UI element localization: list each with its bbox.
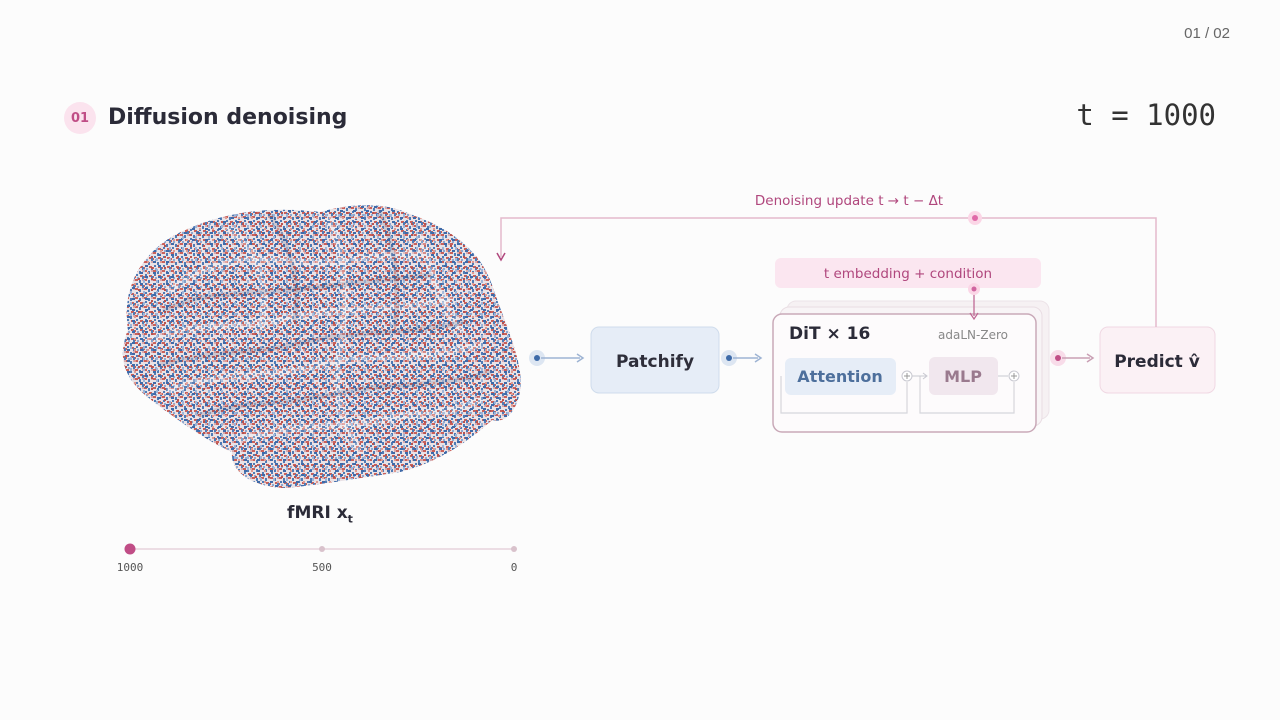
connector-brain-to-patchify <box>529 350 585 366</box>
add-node-icon <box>1008 370 1020 382</box>
residual-connection <box>919 376 1015 414</box>
embedding-label: t embedding + condition <box>824 266 992 282</box>
page-counter: 01 / 02 <box>1184 25 1230 42</box>
attention-box <box>785 358 896 395</box>
brain-caption-subscript: t <box>347 512 353 526</box>
step-badge: 01 <box>64 102 96 134</box>
add-node-icon <box>901 370 913 382</box>
residual-connection <box>780 376 908 414</box>
predict-label: Predict v̂ <box>1114 352 1200 372</box>
predict-box: Predict v̂ <box>1099 326 1216 394</box>
patchify-box: Patchify <box>590 326 720 394</box>
connector-dit-to-predict <box>1050 350 1095 366</box>
adaln-label: adaLN-Zero <box>938 328 1008 342</box>
timeline-tick-label: 1000 <box>116 561 144 574</box>
update-label: Denoising update t → t − Δt <box>755 193 943 209</box>
dit-stack: DiT × 16 adaLN-Zero Attention MLP <box>772 300 1050 433</box>
connector-patchify-to-dit <box>721 350 763 366</box>
brain-noise-render <box>122 205 521 488</box>
slider-knob[interactable] <box>124 543 136 555</box>
slider-tick-mark <box>511 546 517 552</box>
timeline-tick-label: 500 <box>312 561 332 574</box>
mlp-label: MLP <box>944 367 982 386</box>
denoising-update-loop: Denoising update t → t − Δt <box>496 193 1157 327</box>
timestep-readout: t = 1000 <box>1076 98 1216 132</box>
timeline-tick-label: 0 <box>510 561 518 574</box>
brain-caption-main: fMRI x <box>287 503 348 523</box>
mlp-box <box>929 357 998 395</box>
attention-label: Attention <box>797 367 882 386</box>
slider-tick-mark <box>319 546 325 552</box>
dit-label: DiT × 16 <box>789 324 870 344</box>
patchify-label: Patchify <box>616 352 694 372</box>
timestep-slider[interactable] <box>124 543 518 555</box>
page-title: Diffusion denoising <box>108 105 348 130</box>
brain-caption: fMRI xt <box>230 503 410 525</box>
embedding-pill: t embedding + condition <box>775 258 1041 321</box>
